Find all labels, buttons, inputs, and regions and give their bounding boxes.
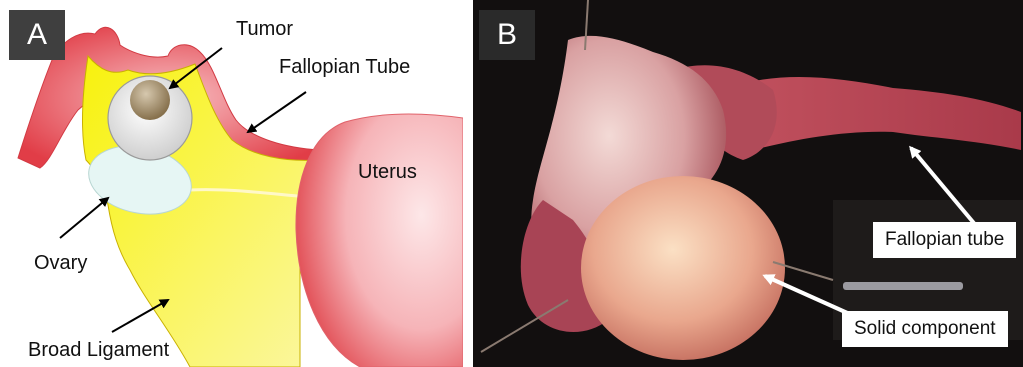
panel-b-letter: B — [479, 10, 535, 60]
label-solid-component: Solid component — [842, 311, 1008, 347]
solid-component-tissue — [581, 176, 785, 360]
uterus-shape — [296, 114, 463, 367]
tumor-inner-shape — [130, 80, 170, 120]
label-fallopian-tube: Fallopian Tube — [279, 56, 410, 79]
panel-a-diagram: A Tumor Fallopian Tube Uterus Ovary Broa… — [0, 0, 463, 367]
label-fallopian-tube-photo: Fallopian tube — [873, 222, 1016, 258]
label-broad-ligament: Broad Ligament — [28, 339, 169, 362]
panel-a-letter: A — [9, 10, 65, 60]
label-ovary: Ovary — [34, 252, 87, 275]
arrow-ovary — [60, 198, 108, 238]
label-tumor: Tumor — [236, 18, 293, 41]
metal-clip — [843, 282, 963, 290]
arrow-fallopian-tube — [248, 92, 306, 132]
label-uterus: Uterus — [358, 161, 417, 184]
panel-b-specimen-photo: B Fallopian tube Solid component — [473, 0, 1023, 367]
